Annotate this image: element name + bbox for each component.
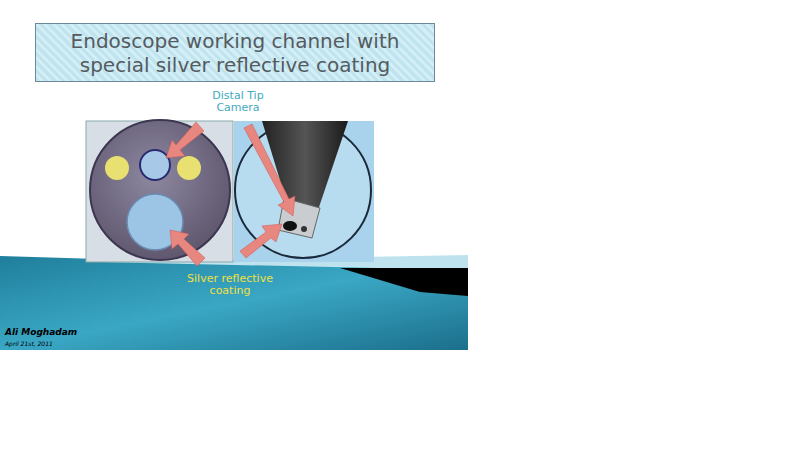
endoscope-shaft (262, 121, 348, 210)
footer-band (0, 256, 468, 350)
photo-frame (235, 122, 371, 258)
part-label: Silver reflective coating (175, 273, 285, 297)
tip-face (90, 120, 230, 260)
light-source (105, 156, 129, 180)
part-label: Distal Tip Camera (203, 90, 273, 114)
channel-opening (283, 221, 297, 231)
lens (301, 226, 307, 232)
title-box: Endoscope working channel with special s… (35, 23, 435, 82)
slide-title: Endoscope working channel with special s… (55, 29, 415, 77)
author-name: Ali Moghadam (5, 327, 77, 337)
tip-face-panel (86, 121, 233, 262)
date-label: April 21st, 2011 (5, 340, 53, 347)
black-strip (340, 268, 468, 296)
light-source (177, 156, 201, 180)
pointer-arrows (166, 122, 295, 266)
tip-photo-panel (234, 121, 374, 262)
camera-lens (140, 150, 170, 180)
